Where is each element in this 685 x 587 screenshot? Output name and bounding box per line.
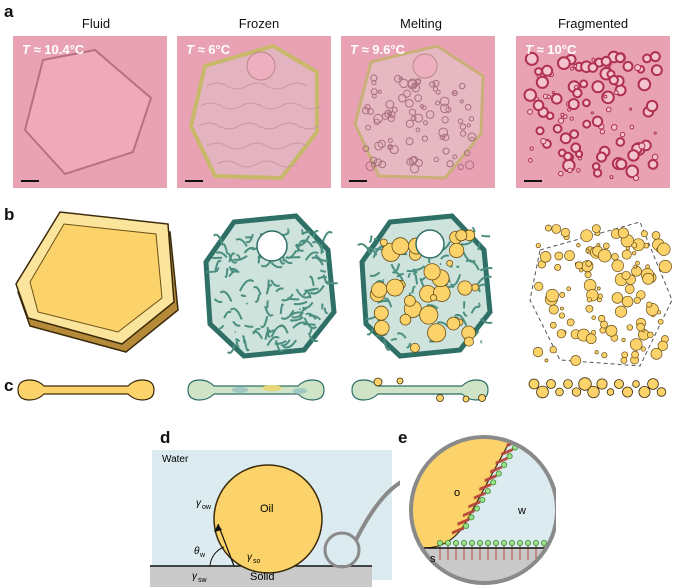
scale-bar — [185, 180, 203, 182]
column-title-fragmented: Fragmented — [557, 16, 629, 31]
temperature-label-fluid: T ≈ 10.4°C — [22, 42, 85, 57]
theta-symbol: θ — [194, 546, 200, 557]
scale-bar — [524, 180, 542, 182]
micrograph-frozen: T ≈ 6°C — [177, 36, 331, 188]
gamma-sw-symbol: γ — [192, 571, 198, 582]
panel-letter-a: a — [4, 2, 14, 21]
panel-letter-e: e — [398, 428, 408, 447]
temperature-label-fragmented: T ≈ 10°C — [525, 42, 577, 57]
temperature-label-frozen: T ≈ 6°C — [186, 42, 231, 57]
column-title-frozen: Frozen — [238, 16, 280, 31]
gamma-so-symbol: γ — [247, 552, 253, 563]
panel-letter-c: c — [4, 376, 14, 395]
oil-label: Oil — [260, 503, 273, 515]
solid-label: Solid — [250, 571, 274, 583]
micrograph-fragmented: T ≈ 10°C — [516, 36, 670, 188]
cross-section-melting — [351, 377, 489, 403]
gamma-so-subscript: so — [253, 558, 261, 565]
label-s: s — [430, 553, 436, 565]
fragmented-schematic — [529, 221, 673, 367]
column-title-melting: Melting — [400, 16, 442, 31]
label-w: w — [517, 505, 526, 517]
fragmented-droplets — [523, 50, 663, 182]
column-title-fluid: Fluid — [81, 16, 111, 31]
contact-angle-diagram: Water Oil Solid γ ow γ so γ sw θ w — [150, 450, 400, 587]
theta-subscript: w — [199, 552, 206, 559]
water-label: Water — [162, 454, 189, 465]
schematic-row-b — [15, 211, 673, 367]
micrograph-melting: T ≈ 9.6°C — [341, 36, 495, 188]
zoom-circle — [323, 531, 361, 569]
fluid-droplet-outline — [23, 48, 153, 176]
frozen-schematic — [203, 213, 338, 359]
scale-bar — [21, 180, 39, 182]
oil-droplet — [213, 464, 323, 574]
temperature-label-melting: T ≈ 9.6°C — [350, 42, 405, 57]
cross-section-row-c — [17, 377, 667, 403]
tension-arrow-ow — [217, 523, 235, 567]
gamma-sw-subscript: sw — [198, 577, 208, 584]
zoom-arrow — [354, 480, 400, 541]
gamma-ow-symbol: γ — [196, 498, 202, 509]
gamma-ow-subscript: ow — [202, 504, 212, 511]
cross-section-fluid — [17, 379, 155, 401]
frozen-droplet — [188, 43, 322, 181]
label-o: o — [454, 487, 460, 499]
micrograph-fluid: T ≈ 10.4°C — [13, 36, 167, 188]
cross-section-frozen — [187, 379, 325, 401]
melting-droplet — [353, 44, 485, 180]
melting-schematic — [357, 213, 493, 359]
scale-bar — [349, 180, 367, 182]
panel-letter-d: d — [160, 428, 171, 447]
cross-section-fragmented — [528, 377, 667, 399]
fluid-slab-schematic — [15, 211, 179, 353]
zoomed-interface-diagram: o w s — [409, 435, 556, 585]
panel-letter-b: b — [4, 205, 15, 224]
